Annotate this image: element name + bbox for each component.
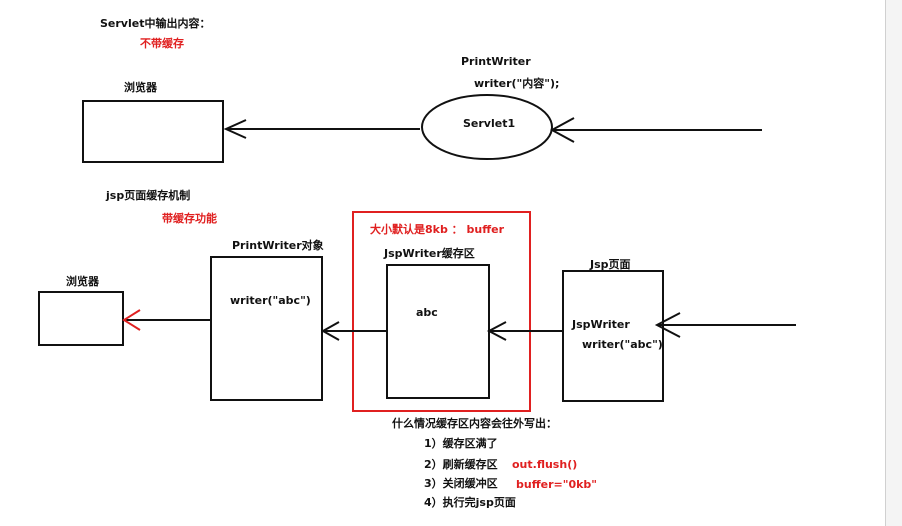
window-edge [885, 0, 902, 526]
input-to-servlet-arrowhead [549, 117, 575, 143]
top-heading: Servlet中输出内容： [100, 17, 211, 30]
bottom-subheading: 带缓存功能 [162, 212, 217, 225]
flush-item-3-note: buffer="0kb" [516, 478, 598, 491]
bottom-browser-box [38, 291, 124, 346]
jspwriter-buffer-label: JspWriter缓存区 [384, 247, 475, 260]
input-to-jsp-arrowhead [654, 312, 681, 338]
printwriter-to-browser-arrowhead [122, 309, 141, 331]
top-browser-label: 浏览器 [124, 81, 157, 94]
flush-item-3: 3）关闭缓冲区 [424, 477, 498, 490]
flush-notes-title: 什么情况缓存区内容会往外写出： [392, 417, 557, 430]
flush-item-2-note: out.flush() [512, 458, 578, 471]
bottom-heading: jsp页面缓存机制 [106, 189, 191, 202]
printwriter-object-box [210, 256, 323, 401]
buffer-to-printwriter-arrowhead [320, 321, 340, 341]
jsp-writer-call: writer("abc") [582, 338, 663, 351]
printwriter-object-label: PrintWriter对象 [232, 239, 324, 252]
servlet-ellipse [421, 94, 553, 160]
buffer-size-label: 大小默认是8kb ： buffer [370, 223, 505, 236]
top-subheading: 不带缓存 [140, 37, 184, 50]
top-browser-box [82, 100, 224, 163]
jsp-to-buffer-arrowhead [486, 321, 507, 341]
bottom-browser-label: 浏览器 [66, 275, 99, 288]
jsp-page-box [562, 270, 664, 402]
top-writer-call: writer("内容"); [474, 77, 560, 90]
buffer-highlight-frame [352, 211, 531, 412]
flush-item-2: 2）刷新缓存区 [424, 458, 498, 471]
servlet-label: Servlet1 [463, 117, 516, 130]
jsp-writer-label: JspWriter [572, 318, 630, 331]
servlet-to-browser-arrowhead [223, 119, 247, 139]
top-printwriter-label: PrintWriter [461, 55, 531, 68]
buffer-content: abc [416, 306, 438, 319]
flush-item-1: 1）缓存区满了 [424, 437, 498, 450]
flush-item-4: 4）执行完jsp页面 [424, 496, 516, 509]
jsp-page-label: Jsp页面 [590, 258, 631, 271]
printwriter-content: writer("abc") [230, 294, 311, 307]
jspwriter-buffer-box [386, 264, 490, 399]
